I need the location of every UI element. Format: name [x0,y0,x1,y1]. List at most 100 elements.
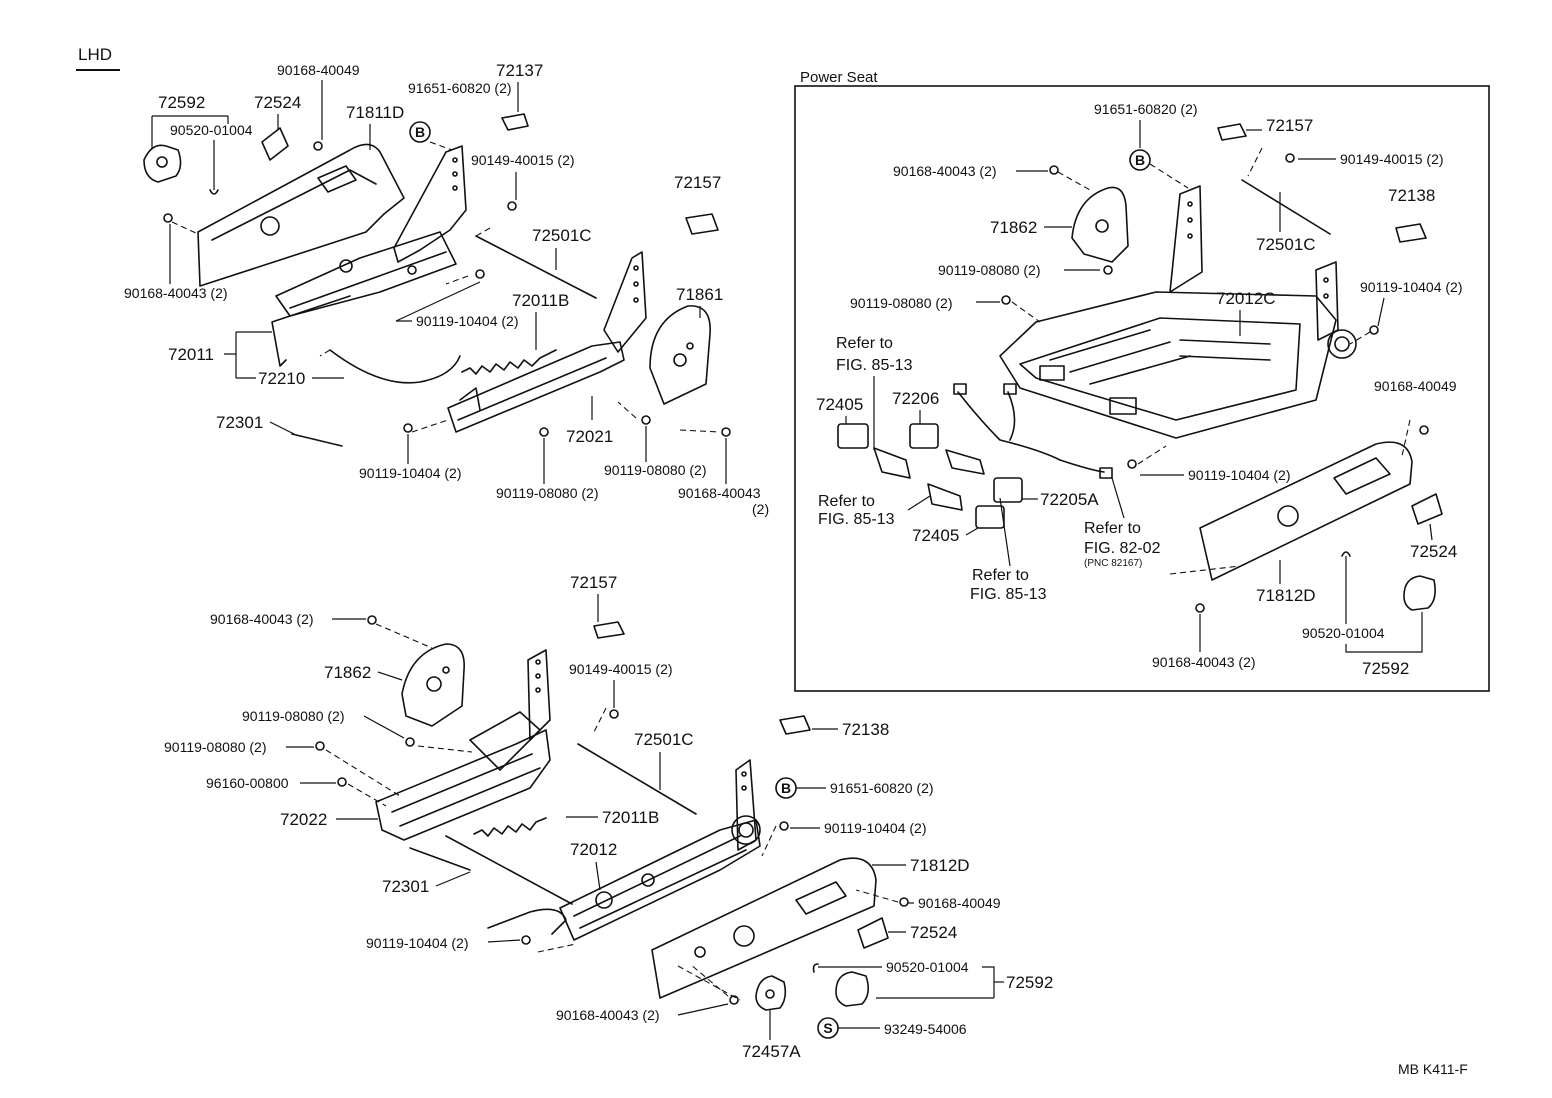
power-seat-group [837,123,1443,613]
marker-b-top-label: B [415,124,425,140]
bottom-cover-71862 [401,643,465,727]
b-label-90520-01004: 90520-01004 [886,959,969,975]
ps-refer-a-1: Refer to [836,335,893,352]
b-label-90119-08080-b: 90119-08080 (2) [164,739,266,755]
cap-72137 [501,113,529,131]
recliner-cover-71861 [649,305,711,405]
label-90149-40015: 90149-40015 (2) [471,152,575,168]
cap-72157-top [685,213,719,235]
b-label-72457a: 72457A [742,1042,801,1061]
ps-label-72501c: 72501C [1256,235,1316,254]
ps-label-90168-40043-b: 90168-40043 (2) [1152,654,1256,670]
label-90119-10404: 90119-10404 (2) [416,313,518,329]
manual-seat-bottom-group [315,615,909,1011]
b-label-90168-40043: 90168-40043 (2) [210,611,314,627]
b-label-72301: 72301 [382,877,429,896]
release-handle-72011 [271,295,351,367]
power-knob-72592 [1403,575,1436,611]
power-cover-piece-72524 [1411,493,1443,525]
ps-label-72206: 72206 [892,389,939,408]
label-72021: 72021 [566,427,613,446]
label-72592: 72592 [158,93,205,112]
knob-72592 [143,144,182,183]
ps-refer-d-1: Refer to [972,567,1029,584]
seat-track-rail-72021 [447,341,625,433]
label-90119-08080-b: 90119-08080 (2) [496,485,598,501]
power-seat-frame [794,85,1490,692]
manual-seat-top-labels: 90168-40049 72137 72592 72524 91651-6082… [124,61,769,517]
ps-label-90149-40015: 90149-40015 (2) [1340,151,1444,167]
bottom-side-cover-71812d [651,857,877,999]
b-label-90168-40049: 90168-40049 [918,895,1001,911]
ps-label-90119-10404: 90119-10404 (2) [1360,279,1462,295]
b-label-71812d: 71812D [910,856,970,875]
marker-b-top [409,121,431,143]
ps-label-72405: 72405 [816,395,863,414]
ps-label-90119-08080: 90119-08080 (2) [938,262,1040,278]
label-91651-60820: 91651-60820 (2) [408,80,512,96]
label-72501c: 72501C [532,226,592,245]
label-72157: 72157 [674,173,721,192]
ps-refer-c-1: Refer to [1084,520,1141,537]
label-90119-08080: 90119-08080 (2) [604,462,706,478]
b-label-72592: 72592 [1006,973,1053,992]
ps-label-71862: 71862 [990,218,1037,237]
ps-label-90168-40049: 90168-40049 [1374,378,1457,394]
bottom-cross-rod-72501c [577,743,697,815]
label-71811d: 71811D [346,103,404,122]
wire-72301 [291,433,343,447]
ps-label-90119-08080-b: 90119-08080 (2) [850,295,952,311]
b-label-72524: 72524 [910,923,957,942]
ps-refer-b-2: FIG. 85-13 [818,511,895,528]
ps-label-72138: 72138 [1388,186,1435,205]
b-label-72012: 72012 [570,840,617,859]
cover-piece-72524 [261,127,289,161]
label-qty-2: (2) [752,501,769,517]
cross-rod-72501c [475,235,597,299]
cable-72210 [329,349,461,384]
wire-harness [957,391,1105,473]
ps-label-72157: 72157 [1266,116,1313,135]
b-marker-s-label: S [823,1020,832,1036]
b-label-91651-60820: 91651-60820 (2) [830,780,934,796]
power-cross-rod-72501c [1241,179,1331,235]
recliner-cover-71811d [197,143,405,287]
ps-label-72012c: 72012C [1216,289,1276,308]
ps-marker-b [1129,149,1151,171]
ps-refer-d-2: FIG. 85-13 [970,586,1047,603]
ps-label-72524: 72524 [1410,542,1457,561]
bottom-track-72012 [559,819,761,941]
manual-seat-top-group [143,113,731,447]
power-cover-71862 [1071,186,1129,263]
power-side-cover-71812d [1199,441,1413,581]
b-label-90119-10404-b: 90119-10404 (2) [366,935,468,951]
bottom-track-72022 [375,729,551,841]
ps-label-72205a: 72205A [1040,490,1099,509]
b-label-90168-40043-b: 90168-40043 (2) [556,1007,660,1023]
ps-refer-c-3: (PNC 82167) [1084,558,1142,569]
ps-refer-b-1: Refer to [818,493,875,510]
spring-72011b [461,349,557,375]
ps-label-72405-b: 72405 [912,526,959,545]
bottom-knob-72457a [755,975,787,1011]
bottom-cap-72157 [593,621,625,639]
power-cap-72138 [1395,223,1427,243]
ps-refer-c-2: FIG. 82-02 [1084,540,1161,557]
power-seat-frame-72012c [999,291,1337,439]
label-72137: 72137 [496,61,543,80]
b-label-90149-40015: 90149-40015 (2) [569,661,673,677]
ps-label-90168-40043: 90168-40043 (2) [893,163,997,179]
label-90168-40049: 90168-40049 [277,62,360,78]
ps-marker-b-label: B [1135,152,1145,168]
label-90520-01004: 90520-01004 [170,122,253,138]
manual-seat-bottom-labels: 72157 90168-40043 (2) 71862 90149-40015 … [164,573,1053,1061]
label-72301: 72301 [216,413,263,432]
ps-label-90119-10404-b: 90119-10404 (2) [1188,467,1290,483]
bottom-knob-72592 [835,971,870,1007]
switch-72205a [993,477,1023,503]
b-label-72501c: 72501C [634,730,694,749]
label-90168-40043-b: 90168-40043 [678,485,761,501]
power-seat-labels: 91651-60820 (2) 72157 90168-40043 (2) B … [816,101,1462,678]
label-90119-10404-b: 90119-10404 (2) [359,465,461,481]
